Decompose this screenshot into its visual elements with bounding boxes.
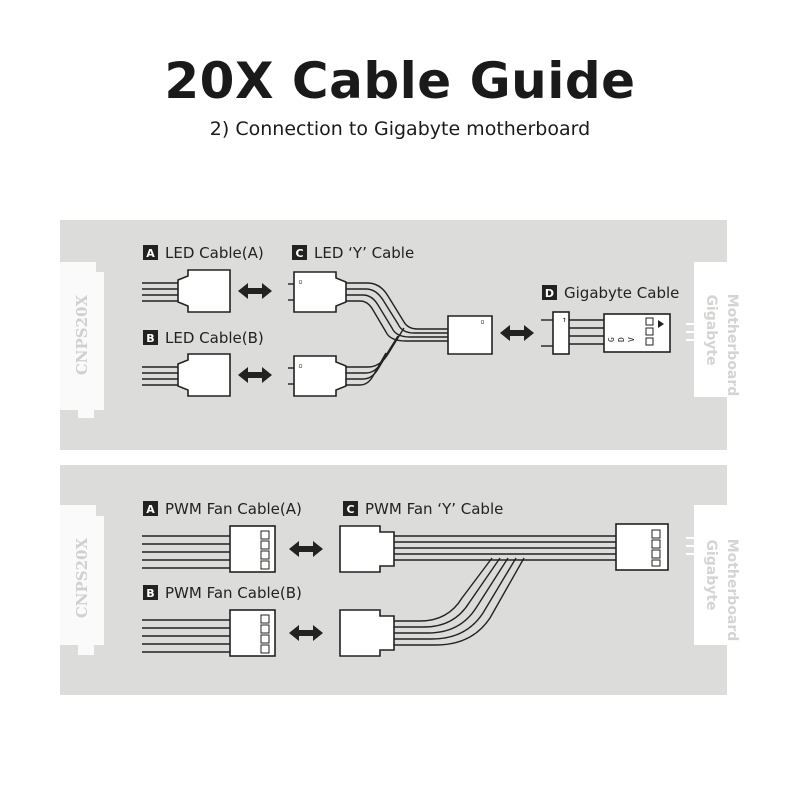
pwm-motherboard-label-1: Gigabyte [703,539,719,610]
svg-text:PWM Fan Cable(A): PWM Fan Cable(A) [165,500,302,518]
pwm-panel-background [60,465,727,695]
led-controller-label: CNPS20X [73,295,91,376]
led-label-a: A LED Cable(A) [143,244,264,262]
led-motherboard-label-1: Gigabyte [703,294,719,365]
svg-text:V: V [627,337,636,342]
led-controller-block [60,262,104,418]
led-arrow-d [500,325,534,341]
led-label-d: D Gigabyte Cable [542,284,679,302]
pwm-panel: CNPS20X Gigabyte Motherboard A PWM Fan C… [60,465,750,695]
pwm-label-a: A PWM Fan Cable(A) [143,500,302,518]
svg-text:B: B [146,587,154,600]
led-cable-a [142,269,231,313]
pwm-controller-label: CNPS20X [73,538,91,619]
pwm-motherboard-label-2: Motherboard [724,539,740,642]
pwm-y-cable [339,523,669,657]
svg-text:A: A [146,247,155,260]
led-y-cable: ▫ ▫ ▫ [288,271,493,397]
pwm-motherboard-pins [686,537,694,555]
svg-text:LED Cable(B): LED Cable(B) [165,329,264,347]
led-label-b: B LED Cable(B) [143,329,264,347]
led-cable-b [142,353,231,397]
svg-text:▫: ▫ [480,317,485,326]
page-title: 20X Cable Guide [164,52,636,110]
svg-text:C: C [295,247,303,260]
svg-text:LED ‘Y’ Cable: LED ‘Y’ Cable [314,244,414,262]
pwm-label-c: C PWM Fan ‘Y’ Cable [343,500,503,518]
led-motherboard-block [694,262,750,397]
svg-text:PWM Fan ‘Y’ Cable: PWM Fan ‘Y’ Cable [365,500,503,518]
led-motherboard-pins [686,323,694,341]
pwm-label-b: B PWM Fan Cable(B) [143,584,302,602]
page-subtitle: 2) Connection to Gigabyte motherboard [209,118,591,140]
svg-text:▫: ▫ [298,361,303,370]
led-label-c: C LED ‘Y’ Cable [292,244,414,262]
led-arrow-b [238,367,272,383]
pwm-arrow-a [289,541,323,557]
svg-text:▫: ▫ [298,277,303,286]
svg-text:PWM Fan Cable(B): PWM Fan Cable(B) [165,584,302,602]
pwm-cable-b [142,609,276,657]
svg-text:B: B [146,332,154,345]
svg-text:LED Cable(A): LED Cable(A) [165,244,264,262]
pwm-arrow-b [289,625,323,641]
svg-text:G: G [607,337,616,342]
svg-text:D: D [617,337,626,342]
svg-text:A: A [146,503,155,516]
led-gigabyte-cable: ↑ G D V [541,311,671,355]
led-panel: CNPS20X Gigabyte Motherboard A LED Cable… [60,220,750,450]
pwm-motherboard-block [694,505,750,645]
svg-text:Gigabyte Cable: Gigabyte Cable [564,284,679,302]
led-motherboard-label-2: Motherboard [724,294,740,397]
svg-text:↑: ↑ [562,315,567,324]
svg-text:D: D [545,287,554,300]
led-arrow-a [238,283,272,299]
pwm-controller-block [60,505,104,655]
svg-text:C: C [346,503,354,516]
pwm-cable-a [142,525,276,573]
